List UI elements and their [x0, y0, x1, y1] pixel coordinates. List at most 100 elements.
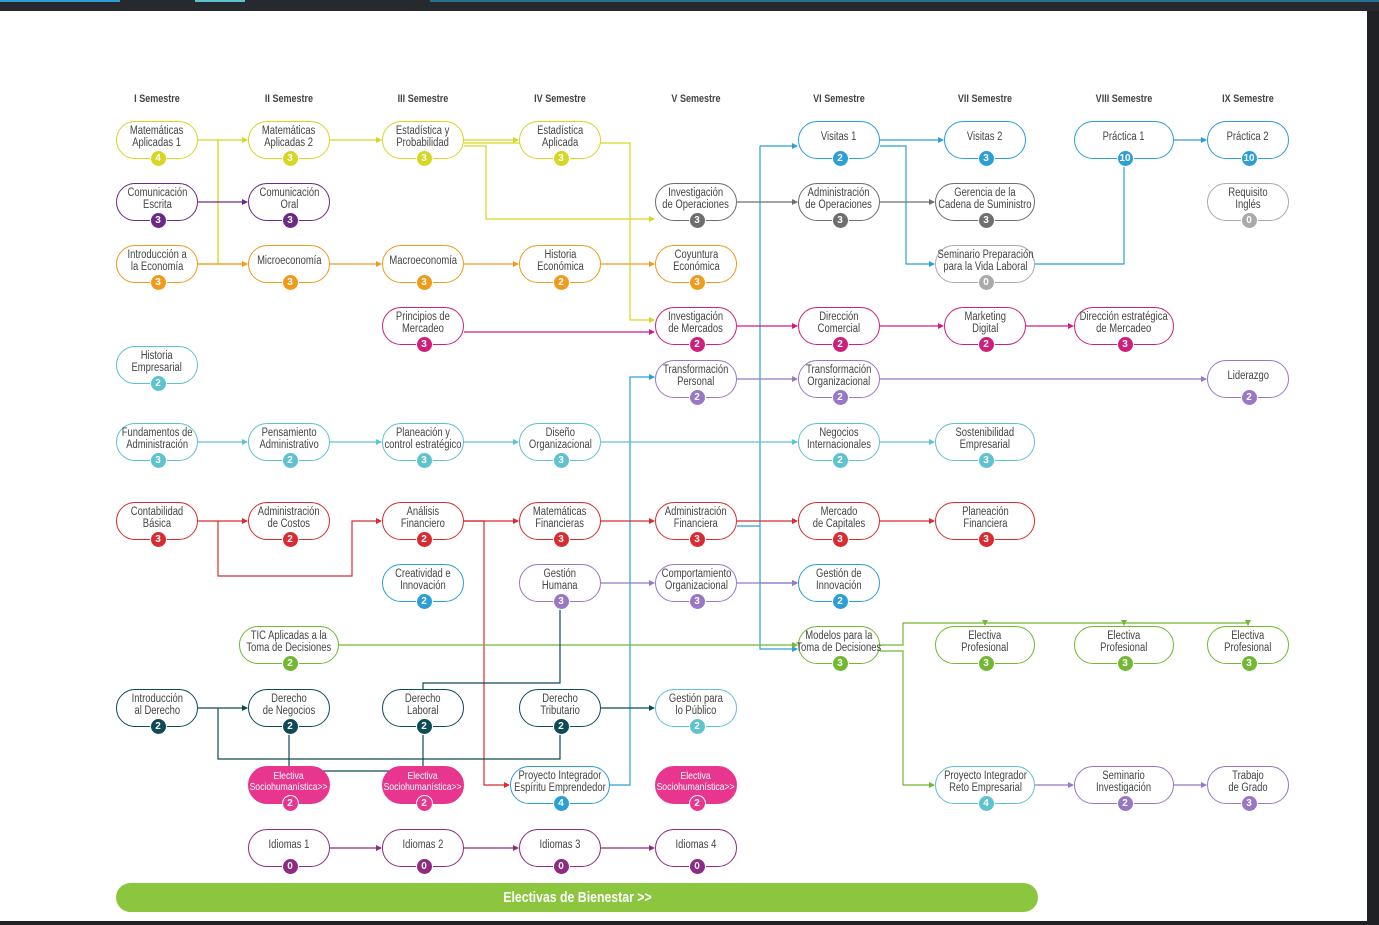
course-label: Electiva Sociohumanística>> — [249, 769, 329, 793]
course-label: Derecho Laboral — [405, 692, 441, 718]
course-vis2[interactable]: Visitas 2 3 — [944, 121, 1026, 167]
credits-badge: 2 — [149, 375, 167, 392]
credits-badge: 2 — [149, 718, 167, 735]
credits-badge: 3 — [415, 150, 433, 167]
course-label: Matemáticas Aplicadas 1 — [130, 124, 184, 150]
course-label: Sostenibilidad Empresarial — [955, 426, 1015, 452]
course-label: Electiva Profesional — [1224, 629, 1272, 655]
credits-badge: 3 — [1116, 336, 1134, 353]
course-label: Fundamentos de Administración — [121, 426, 193, 452]
course-label: Gestión Humana — [542, 567, 578, 593]
course-label: Creatividad e Innovación — [395, 567, 451, 593]
course-label: Introducción al Derecho — [131, 692, 183, 718]
credits-badge: 2 — [552, 718, 570, 735]
course-label: Seminario Preparación para la Vida Labor… — [937, 248, 1033, 274]
course-pie[interactable]: Proyecto Integrador Espíritu Emprendedor… — [510, 766, 610, 812]
prerequisite-link — [610, 374, 655, 786]
course-label: Gerencia de la Cadena de Suministro — [938, 186, 1032, 212]
course-sem[interactable]: Seminario Preparación para la Vida Labor… — [935, 245, 1035, 291]
credits-badge: 3 — [688, 274, 706, 291]
course-label: Dirección Comercial — [817, 310, 861, 336]
prerequisite-link — [759, 146, 798, 652]
course-label: Idiomas 3 — [539, 838, 581, 851]
prerequisite-link — [288, 727, 426, 772]
course-label: Administración de Operaciones — [805, 186, 873, 212]
electivas-bienestar-banner[interactable]: Electivas de Bienestar >> — [116, 883, 1038, 912]
credits-badge: 3 — [977, 150, 995, 167]
course-label: Comunicación Oral — [259, 186, 319, 212]
course-esh3[interactable]: Electiva Sociohumanística>>2 — [655, 766, 737, 812]
course-label: Contabilidad Básica — [130, 505, 184, 531]
course-esh2[interactable]: Electiva Sociohumanística>>2 — [382, 766, 464, 812]
course-label: Visitas 2 — [967, 130, 1003, 143]
credits-badge: 2 — [831, 336, 849, 353]
course-label: Idiomas 1 — [268, 838, 310, 851]
credits-badge: 2 — [415, 795, 433, 812]
course-esh1[interactable]: Electiva Sociohumanística>>2 — [248, 766, 330, 812]
prerequisite-link — [1035, 160, 1127, 265]
credits-badge: 3 — [552, 531, 570, 548]
